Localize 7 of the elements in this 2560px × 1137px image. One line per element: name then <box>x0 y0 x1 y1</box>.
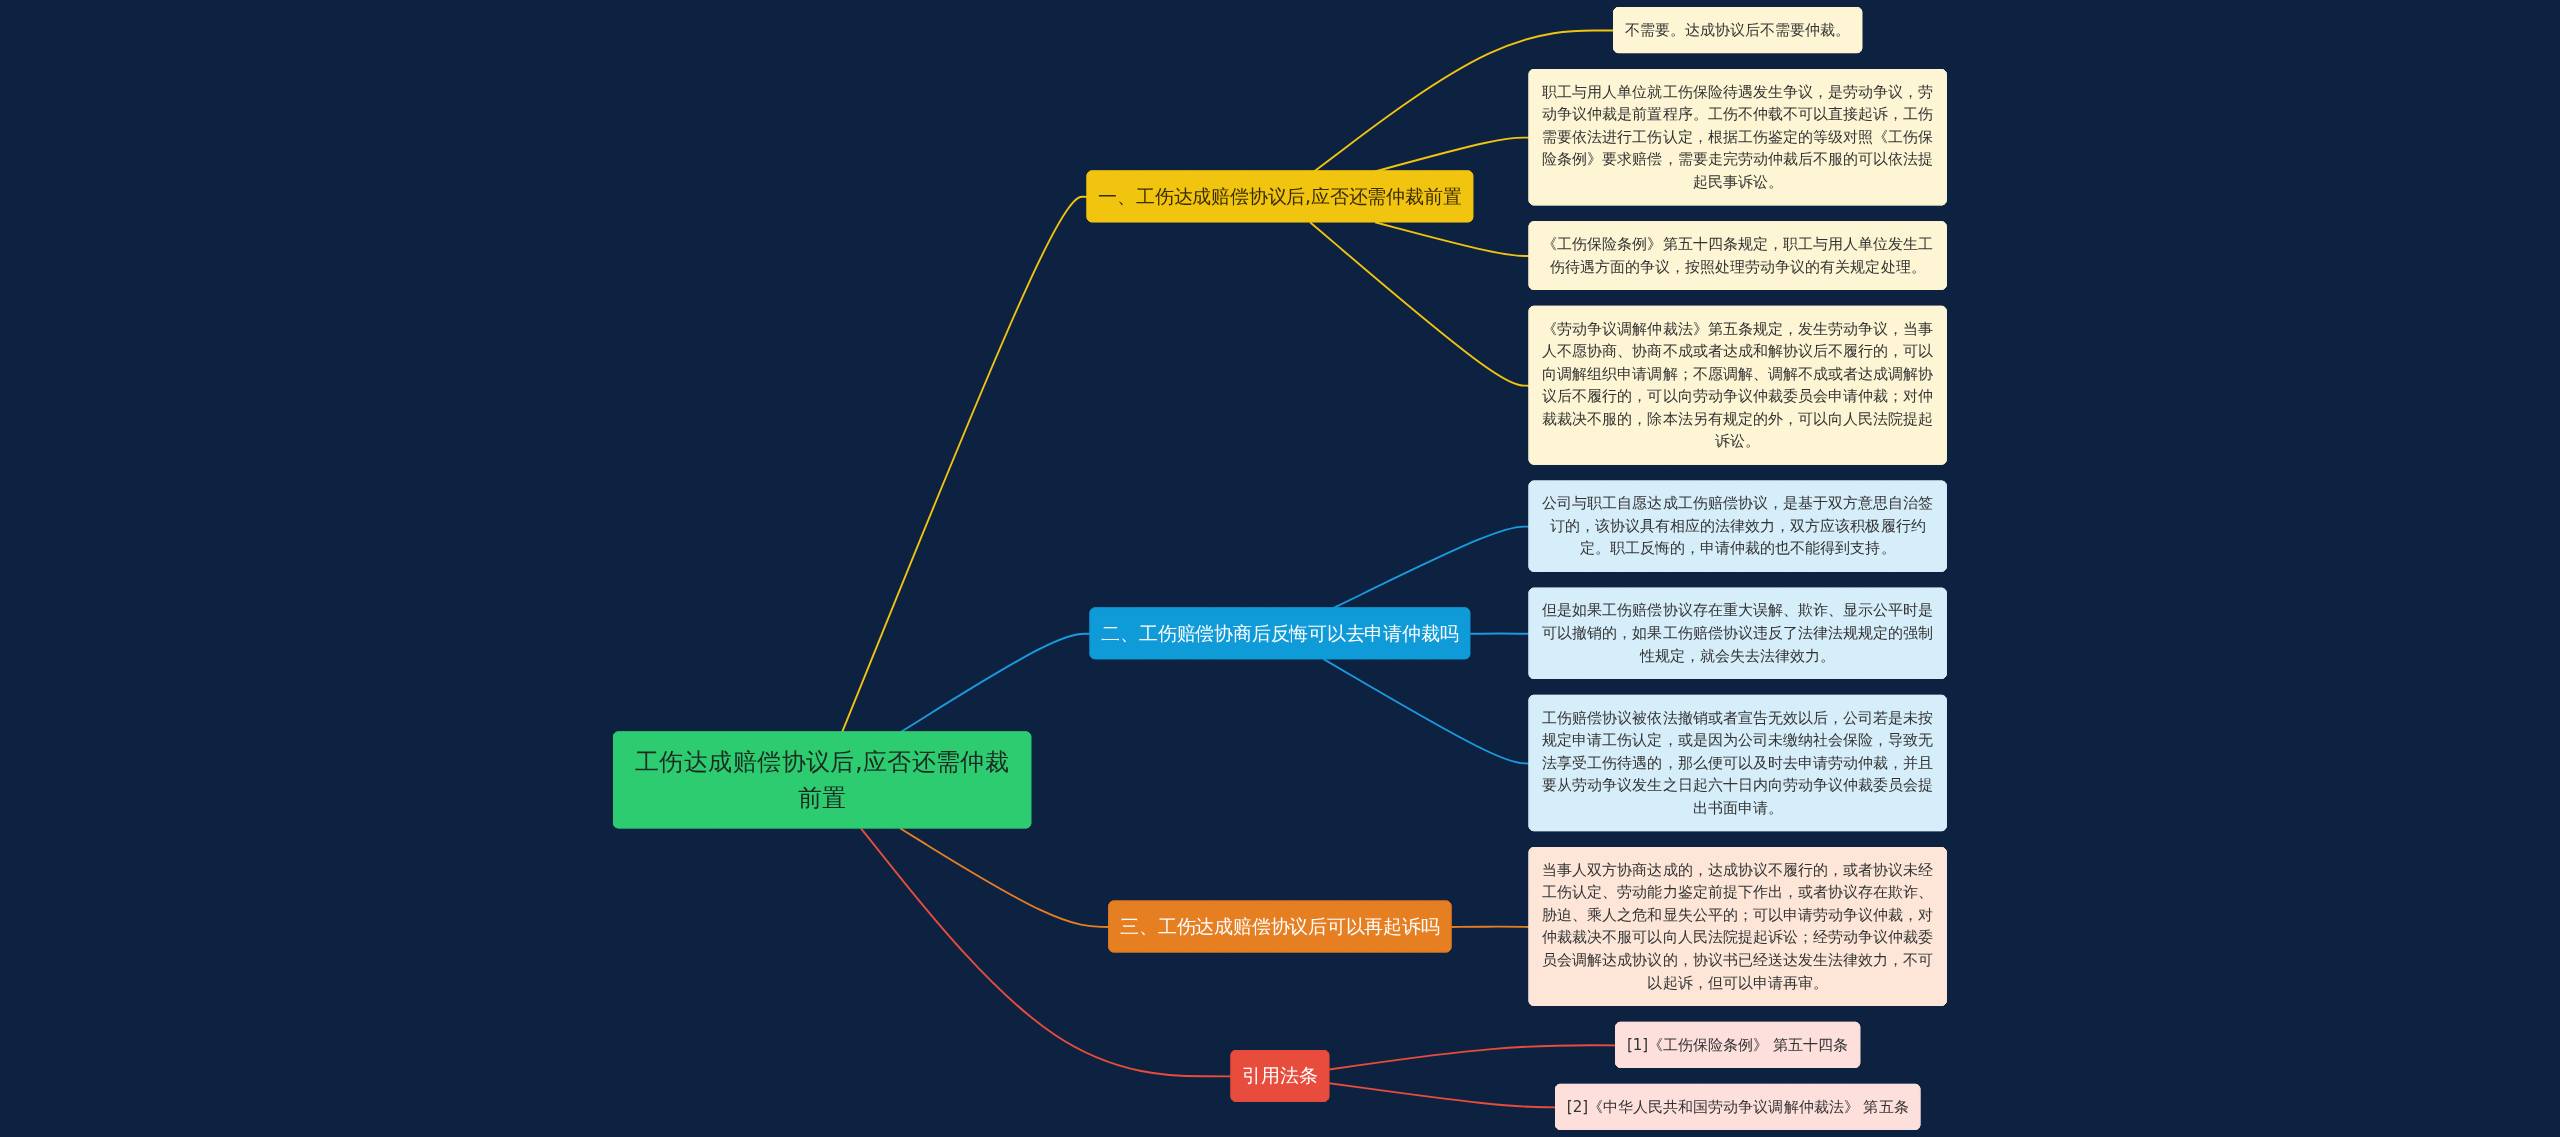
connector <box>1374 221 1531 257</box>
connector <box>1450 925 1531 928</box>
connector <box>1322 658 1531 765</box>
connector <box>860 827 1233 1078</box>
connector <box>1469 632 1531 635</box>
connector <box>1328 1082 1557 1109</box>
connector <box>1309 221 1531 387</box>
